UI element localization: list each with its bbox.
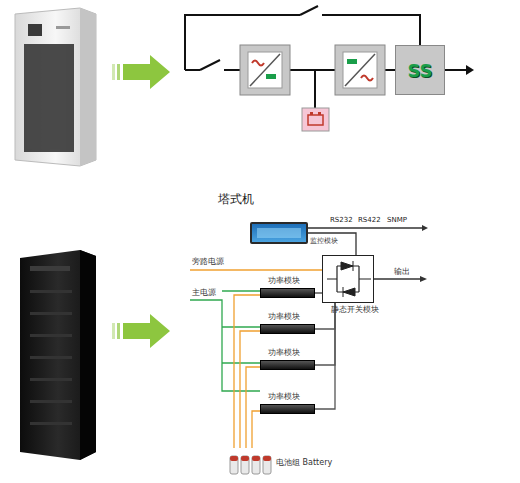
connector-line <box>246 367 260 448</box>
module-label: 静态开关模块 <box>331 304 379 315</box>
caption-label: 塔式机 <box>218 191 254 208</box>
green-arrow <box>112 314 170 348</box>
output-arrowhead <box>466 65 474 75</box>
signal-label: 主电源 <box>192 287 216 298</box>
module-label: 功率模块 <box>268 392 300 402</box>
power-module: 功率模块 <box>260 312 315 334</box>
monitor-module: 监控模块 <box>250 222 308 244</box>
ups-wiring <box>185 6 466 108</box>
module-bar <box>260 288 315 298</box>
connector-line <box>315 303 335 409</box>
power-wiring <box>190 228 422 391</box>
signal-label: 旁路电源 <box>192 256 224 267</box>
power-module: 功率模块 <box>260 392 315 414</box>
module-bar <box>260 360 315 370</box>
static-switch-module: 静态开关模块 <box>322 255 374 303</box>
thyristor-symbol <box>323 256 373 302</box>
lcd-screen <box>257 228 301 238</box>
signal-label: RS422 <box>358 216 381 224</box>
module-label: 功率模块 <box>268 348 300 358</box>
box-label: SS <box>407 60 432 81</box>
power-module: 功率模块 <box>260 276 315 298</box>
module-label: 监控模块 <box>310 236 338 246</box>
connector-line <box>252 411 260 448</box>
battery-symbol <box>302 108 329 131</box>
connector-line <box>308 233 356 255</box>
connector-line <box>240 331 260 448</box>
module-label: 功率模块 <box>268 312 300 322</box>
rs-arrowhead <box>422 225 428 231</box>
module-label: 功率模块 <box>268 276 300 286</box>
static-switch-box: SS <box>395 45 445 95</box>
module-bar <box>260 404 315 414</box>
battery-icons <box>228 448 272 476</box>
signal-label: 输出 <box>394 266 410 277</box>
battery-bank: 电池组 Battery <box>228 448 378 476</box>
signal-label: RS232 <box>330 216 353 224</box>
module-bar <box>260 324 315 334</box>
signal-label: SNMP <box>387 216 407 224</box>
green-arrow <box>112 55 170 89</box>
connector-line <box>234 295 260 448</box>
module-label: 电池组 Battery <box>276 457 332 468</box>
modular-cabinet-photo <box>20 250 96 460</box>
tower-cabinet-photo <box>15 8 96 166</box>
power-module: 功率模块 <box>260 348 315 370</box>
rectifier-symbol <box>240 45 290 95</box>
inverter-symbol <box>335 45 385 95</box>
output-arrowhead <box>420 276 427 282</box>
